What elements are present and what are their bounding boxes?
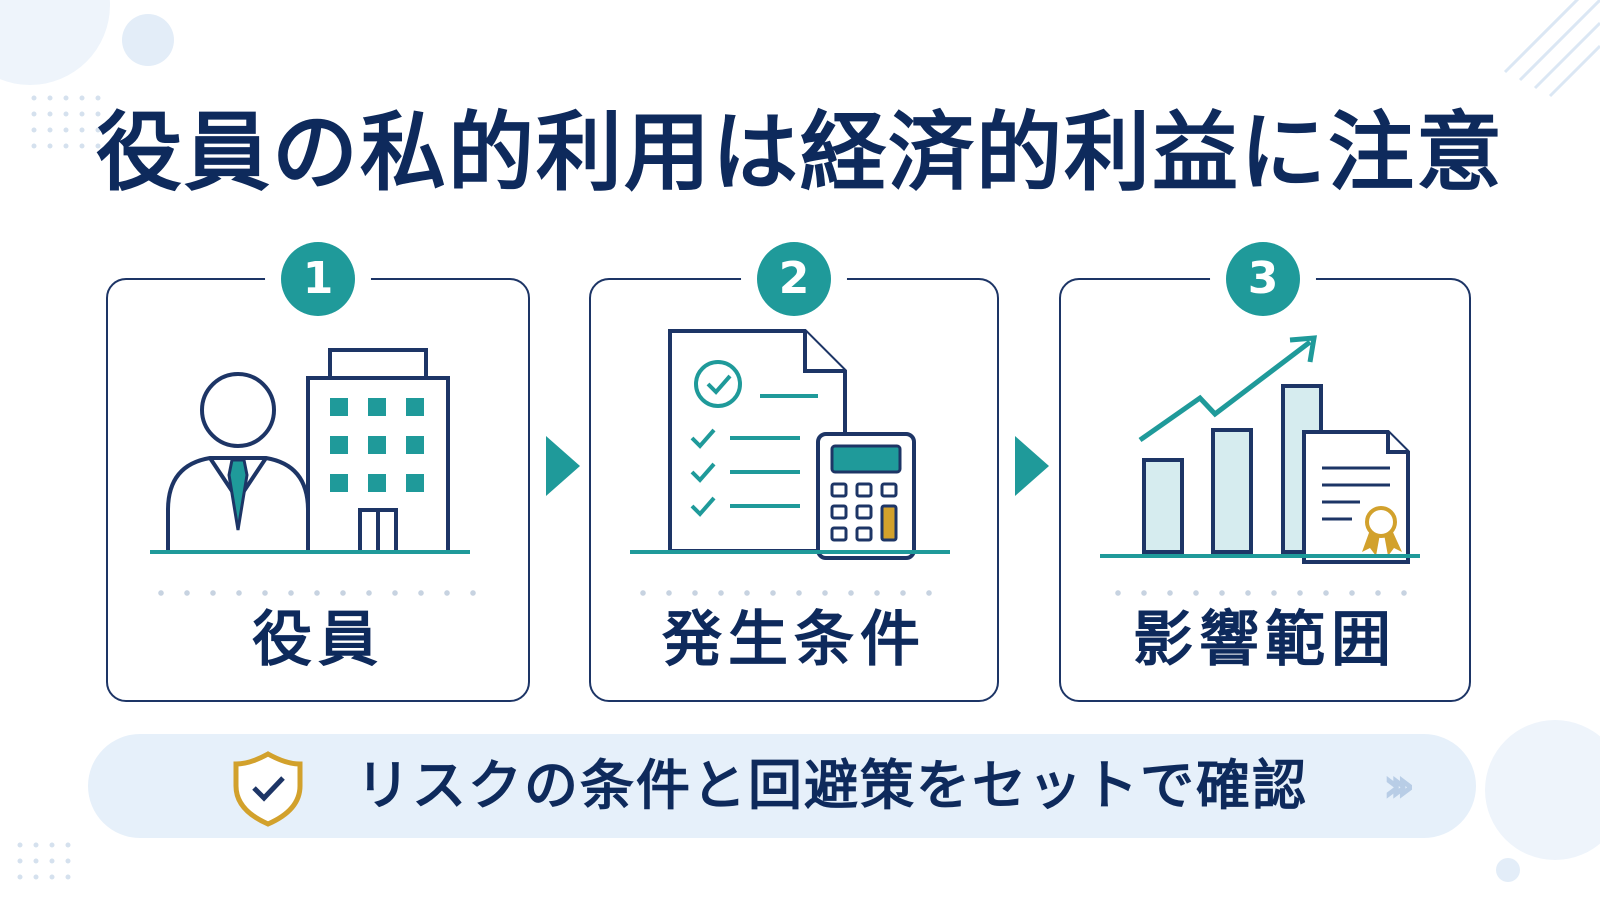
page-title: 役員の私的利用は経済的利益に注意 (96, 103, 1504, 203)
card-divider-dots-1 (148, 590, 478, 596)
banner-text: リスクの条件と回避策をセットで確認 (356, 754, 1308, 817)
step-label-1: 役員 (252, 605, 384, 675)
card-divider-dots-3 (1105, 590, 1425, 596)
growth-chart-and-certificate-icon (1100, 335, 1420, 564)
step-number-badge-3: 3 (1226, 242, 1300, 316)
chevrons-icon: ››› (1382, 756, 1416, 814)
checklist-and-calculator-icon (630, 329, 950, 560)
step-label-2: 発生条件 (662, 605, 926, 675)
executive-and-building-icon (150, 348, 470, 554)
step-number-badge-2: 2 (757, 242, 831, 316)
step-arrow-1 (546, 436, 580, 496)
summary-banner (88, 734, 1476, 838)
step-arrow-2 (1015, 436, 1049, 496)
shield-check-icon (233, 751, 303, 827)
card-divider-dots-2 (630, 590, 950, 596)
step-label-3: 影響範囲 (1133, 605, 1397, 675)
step-number-badge-1: 1 (281, 242, 355, 316)
